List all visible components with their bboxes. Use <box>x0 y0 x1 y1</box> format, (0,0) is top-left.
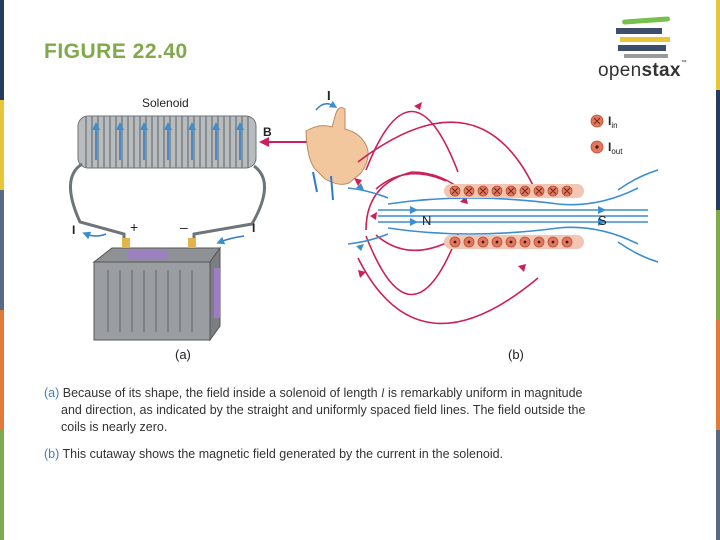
field-label-b: B <box>263 125 272 139</box>
legend-out-label: Iout <box>608 140 623 156</box>
caption-a: (a) Because of its shape, the field insi… <box>44 386 586 434</box>
current-label-left: I <box>72 223 75 237</box>
openstax-wordmark: openstax™ <box>598 60 688 81</box>
wire-right <box>192 164 266 242</box>
solenoid-label: Solenoid <box>142 96 189 110</box>
panel-label-b: (b) <box>508 347 524 362</box>
left-color-stripe <box>0 0 4 540</box>
battery-icon <box>92 238 221 342</box>
south-pole-label: S <box>598 213 607 228</box>
outer-field-lines <box>357 110 539 325</box>
figure-title: FIGURE 22.40 <box>44 40 188 63</box>
current-label-right: I <box>252 221 255 235</box>
solenoid-figure: Solenoid B I I I + – (a) <box>69 88 658 362</box>
north-pole-label: N <box>422 213 431 228</box>
minus-terminal-label: – <box>180 219 188 235</box>
plus-terminal-label: + <box>130 219 138 235</box>
coil-row-out <box>444 235 584 249</box>
solenoid-coil <box>77 115 257 169</box>
wire-left <box>69 162 126 242</box>
coil-row-in <box>444 184 584 198</box>
panel-label-a: (a) <box>175 347 191 362</box>
current-label-top: I <box>327 88 331 103</box>
openstax-logo-icon <box>616 16 670 58</box>
right-color-stripe <box>716 0 720 540</box>
caption-b: (b) This cutaway shows the magnetic fiel… <box>44 447 504 461</box>
legend-in-label: Iin <box>608 114 618 130</box>
outer-field-arrows <box>354 102 526 278</box>
legend: Iin Iout <box>590 114 623 156</box>
right-hand-icon <box>305 100 369 201</box>
inner-field-arrows <box>356 183 606 251</box>
